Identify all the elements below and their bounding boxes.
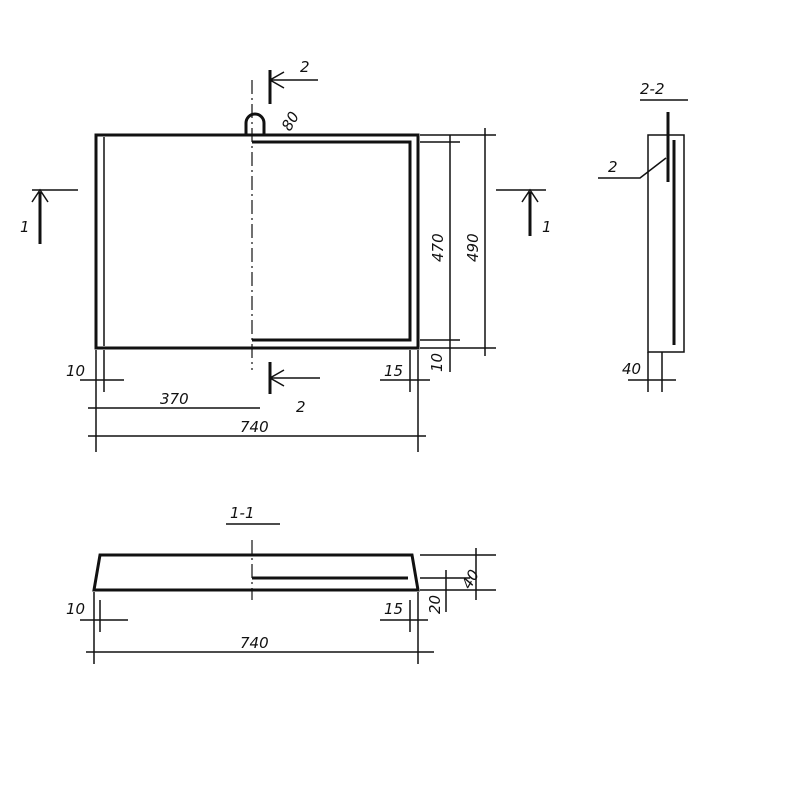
section-1-1-dim-lower: 20 bbox=[426, 595, 444, 614]
reinforcement-outline bbox=[252, 140, 412, 342]
dim-total-width: 740 bbox=[240, 418, 269, 436]
section-1-label-left: 1 bbox=[20, 218, 30, 236]
plan-view: 2 2 1 1 80 470 490 10 370 740 15 10 bbox=[20, 58, 552, 452]
section-2-2: 2-2 2 40 bbox=[598, 80, 688, 392]
section-1-1-outline bbox=[92, 553, 420, 592]
dim-inner-height: 470 bbox=[429, 233, 447, 262]
section-2-2-callout: 2 bbox=[608, 158, 618, 176]
dim-loop: 80 bbox=[278, 108, 303, 134]
section-1-1-dim-total-width: 740 bbox=[240, 634, 269, 652]
dim-half-width: 370 bbox=[160, 390, 189, 408]
section-1-label-right: 1 bbox=[542, 218, 552, 236]
section-1-1-dim-total-height: 40 bbox=[458, 566, 483, 592]
dim-bottom-edge: 10 bbox=[428, 353, 446, 372]
section-2-label-top: 2 bbox=[300, 58, 310, 76]
section-2-2-outline bbox=[647, 134, 685, 353]
section-1-1-title: 1-1 bbox=[230, 504, 255, 522]
dim-left-edge: 10 bbox=[66, 362, 85, 380]
section-2-label-bottom: 2 bbox=[296, 398, 306, 416]
dim-right-edge: 15 bbox=[384, 362, 403, 380]
section-2-2-title: 2-2 bbox=[640, 80, 665, 98]
section-1-1-dim-right-edge: 15 bbox=[384, 600, 403, 618]
section-1-1-dim-left-edge: 10 bbox=[66, 600, 85, 618]
section-1-1: 1-1 10 740 15 20 40 bbox=[66, 504, 496, 664]
dim-outer-height: 490 bbox=[464, 233, 482, 262]
panel-outline bbox=[94, 133, 420, 350]
section-2-2-dim-thickness: 40 bbox=[622, 360, 641, 378]
lifting-loop bbox=[244, 112, 266, 135]
